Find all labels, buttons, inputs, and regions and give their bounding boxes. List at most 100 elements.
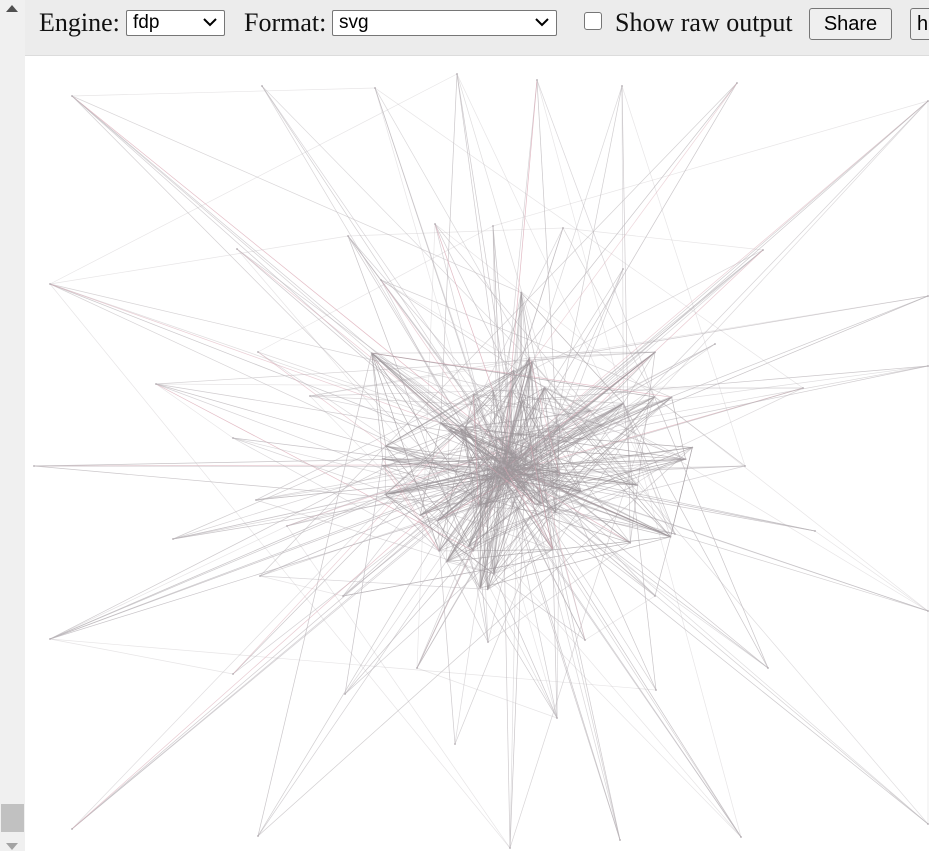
graph-node (520, 456, 522, 458)
graph-edge (438, 403, 624, 552)
graph-edge (437, 520, 481, 589)
graph-edge (259, 575, 344, 597)
share-button[interactable]: Share (809, 8, 892, 40)
graph-node (534, 503, 536, 505)
graph-canvas[interactable] (25, 56, 929, 851)
vertical-scrollbar[interactable] (0, 0, 25, 851)
engine-select[interactable]: fdp (126, 10, 225, 36)
graph-edge (529, 351, 656, 359)
graph-edge (255, 361, 533, 501)
graph-edge (562, 227, 764, 251)
graph-edge (438, 464, 503, 552)
graph-edge (495, 477, 929, 825)
graph-node (483, 507, 486, 510)
graph-edge (385, 465, 505, 495)
scroll-thumb[interactable] (1, 804, 24, 832)
graph-edge (464, 370, 514, 428)
graph-edge (434, 223, 494, 391)
scroll-up-arrow-icon[interactable] (6, 5, 18, 12)
graph-edge (49, 283, 498, 439)
graph-edge (621, 85, 746, 467)
graph-edge (484, 424, 603, 509)
graph-edge (382, 458, 582, 492)
graph-edge (508, 469, 742, 838)
graph-edge (487, 475, 560, 590)
graph-node (674, 533, 676, 535)
show-raw-output-checkbox[interactable] (584, 12, 602, 30)
graph-edge (654, 536, 671, 597)
graph-edge (556, 475, 561, 719)
graph-edge (492, 100, 929, 227)
graph-edge (473, 394, 479, 506)
graph-node (528, 357, 531, 359)
graph-node (467, 460, 470, 463)
graph-edge (286, 525, 511, 849)
graph-node (736, 82, 738, 84)
graph-edge (464, 427, 489, 643)
scroll-down-arrow-icon[interactable] (6, 843, 18, 850)
graph-edge (522, 365, 929, 401)
graph-edge (531, 82, 738, 363)
graph-node (232, 437, 234, 439)
graph-node (762, 249, 764, 251)
show-raw-output-label[interactable]: Show raw output (615, 8, 793, 37)
graph-edge (464, 390, 494, 428)
graph-node (445, 560, 448, 563)
help-button[interactable]: h (910, 8, 929, 40)
graph-node (493, 573, 495, 575)
graph-node (499, 463, 501, 466)
graph-edge (49, 525, 288, 640)
graph-node (499, 474, 502, 477)
graph-edge (487, 542, 631, 643)
graph-edge (496, 451, 929, 825)
graph-edge (456, 73, 518, 456)
graph-node (767, 667, 769, 669)
graph-edge (416, 470, 511, 669)
graph-edge (501, 476, 553, 550)
graph-node (524, 488, 527, 490)
graph-edge (503, 100, 929, 467)
graph-edge (155, 351, 656, 385)
graph-edge (236, 248, 742, 838)
graph-edge (71, 95, 522, 294)
graph-edge (654, 396, 769, 669)
graph-node (257, 351, 259, 353)
graph-edge (536, 79, 742, 838)
graph-edge (342, 357, 530, 597)
graph-node (513, 454, 515, 456)
graph-edge (309, 395, 465, 428)
graph-edge (525, 488, 554, 550)
engine-label: Engine: (39, 8, 120, 37)
graph-edge (492, 225, 504, 467)
graph-node (255, 499, 257, 501)
graph-edge (374, 87, 558, 719)
graph-node (344, 693, 346, 695)
graph-node (498, 469, 501, 471)
graph-edge (499, 464, 742, 838)
graph-edge (259, 445, 386, 577)
graph-node (172, 538, 174, 540)
graph-edge (629, 352, 656, 543)
graph-edge (502, 464, 638, 486)
graph-edge (529, 357, 929, 825)
graph-edge (513, 454, 526, 490)
graph-edge (344, 397, 672, 695)
graph-node (533, 464, 536, 467)
graph-edge (416, 223, 436, 669)
graph-edge (347, 235, 534, 450)
graph-edge (601, 343, 716, 425)
graph-edge (492, 390, 541, 505)
graph-edge (309, 395, 742, 838)
graph-edge (232, 437, 440, 552)
graph-node (547, 429, 550, 431)
graph-edge (533, 387, 545, 466)
graph-node (520, 291, 523, 294)
graph-node (479, 587, 481, 589)
graph-edge (71, 95, 498, 474)
format-select[interactable]: svg (332, 10, 557, 36)
graph-edge (464, 227, 564, 428)
graph-node (515, 454, 518, 457)
graph-edge (257, 447, 693, 837)
graph-edge (384, 494, 440, 552)
graph-edge (437, 357, 530, 522)
